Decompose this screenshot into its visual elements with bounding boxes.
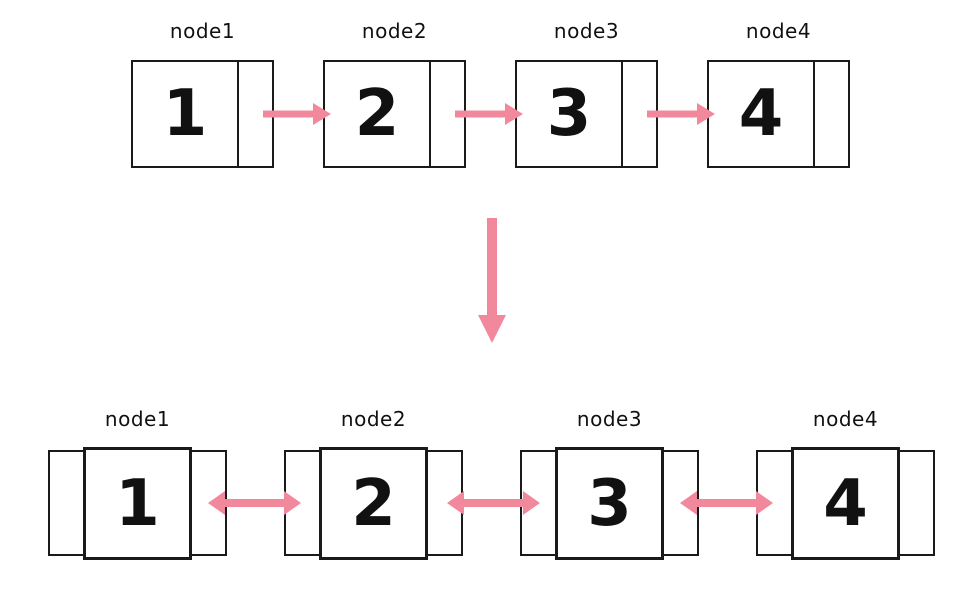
doubly-list-node-1: 1 [48,447,227,560]
bottom-node2-label: node2 [340,407,407,431]
doubly-list-node-2: 2 [284,447,463,560]
bottom-node1-label: node1 [104,407,171,431]
node-value: 4 [791,447,900,560]
next-pointer-cell [897,450,935,556]
next-pointer-arrow-icon [455,103,523,125]
node-value: 3 [555,447,664,560]
prev-pointer-cell [48,450,86,556]
doubly-list-node-3: 3 [520,447,699,560]
bidirectional-pointer-arrow-icon [447,491,540,515]
next-pointer-cell [621,62,656,166]
next-pointer-cell [813,62,848,166]
node-value: 1 [83,447,192,560]
top-node3-label: node3 [553,19,620,43]
next-pointer-arrow-icon [647,103,715,125]
singly-list-node-3: 3 [515,60,658,168]
top-node1-label: node1 [169,19,236,43]
next-pointer-cell [429,62,464,166]
node-value: 2 [354,77,400,151]
bottom-node4-label: node4 [812,407,879,431]
next-pointer-cell [237,62,272,166]
bidirectional-pointer-arrow-icon [680,491,773,515]
singly-list-node-2: 2 [323,60,466,168]
node-value: 4 [738,77,784,151]
singly-list-node-4: 4 [707,60,850,168]
singly-list-node-1: 1 [131,60,274,168]
node-value: 1 [162,77,208,151]
node-value: 2 [319,447,428,560]
node-value: 3 [546,77,592,151]
bidirectional-pointer-arrow-icon [208,491,301,515]
doubly-list-node-4: 4 [756,447,935,560]
transform-down-arrow-icon [478,218,506,343]
top-node2-label: node2 [361,19,428,43]
bottom-node3-label: node3 [576,407,643,431]
next-pointer-arrow-icon [263,103,331,125]
top-node4-label: node4 [745,19,812,43]
